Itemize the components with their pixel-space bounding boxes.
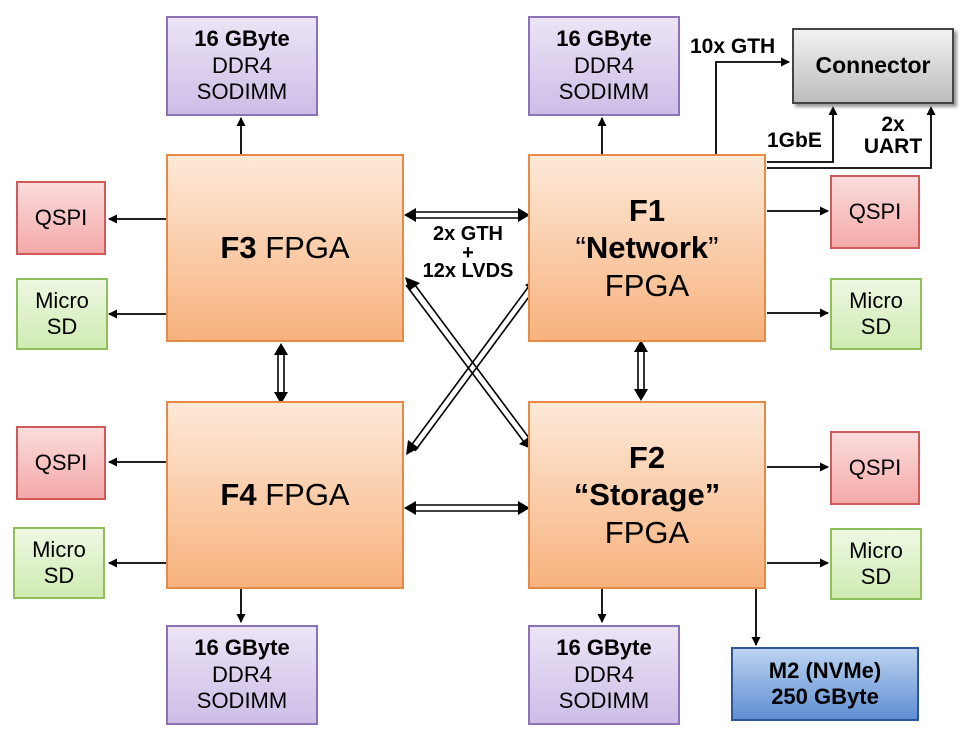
qspi-f4: QSPI	[16, 426, 106, 500]
fpga-f2: F2 “Storage” FPGA	[528, 401, 766, 589]
microsd-label-line2: SD	[860, 564, 892, 589]
fpga-f4: F4 FPGA	[166, 401, 404, 589]
gth-link-label: 10x GTH	[690, 35, 776, 58]
ddr-capacity: 16 GByte	[194, 635, 290, 661]
qspi-label: QSPI	[34, 449, 88, 475]
ddr4-sodimm-f1: 16 GByte DDR4 SODIMM	[528, 16, 680, 116]
qspi-label: QSPI	[848, 454, 902, 480]
ddr-form-factor: SODIMM	[196, 688, 288, 714]
fpga-role: “Storage”	[573, 477, 721, 513]
center-link-plus: +	[462, 242, 474, 264]
microsd-label-line1: Micro	[32, 536, 86, 562]
fpga-role: “Network”	[575, 230, 719, 266]
ddr-form-factor: SODIMM	[558, 79, 650, 105]
microsd-label-line2: SD	[46, 314, 78, 339]
qspi-label: QSPI	[848, 198, 902, 224]
fpga-f3-title: F3 FPGA	[220, 229, 349, 266]
gth-link-line	[715, 57, 790, 154]
microsd-label-line1: Micro	[849, 537, 903, 563]
uart-count: 2x	[881, 113, 905, 136]
microsd-label-line1: Micro	[849, 287, 903, 313]
ddr4-sodimm-f3: 16 GByte DDR4 SODIMM	[166, 16, 318, 116]
ddr-capacity: 16 GByte	[556, 26, 652, 52]
uart-type: UART	[863, 135, 923, 159]
ddr-type: DDR4	[574, 52, 634, 78]
fpga-id: F4	[220, 477, 257, 513]
uart-link-label: 2x UART	[856, 113, 930, 159]
fpga-id: F3	[220, 230, 257, 266]
qspi-f3: QSPI	[16, 181, 106, 255]
fpga-id: F2	[628, 440, 666, 476]
fpga-suffix: FPGA	[265, 477, 350, 513]
ddr-type: DDR4	[212, 52, 272, 78]
m2-label-line1: M2 (NVMe)	[768, 657, 882, 683]
microsd-label-line2: SD	[860, 314, 892, 339]
microsd-label-line1: Micro	[35, 287, 89, 313]
microsd-f2: Micro SD	[830, 528, 922, 600]
ddr-type: DDR4	[212, 661, 272, 687]
m2-nvme-drive: M2 (NVMe) 250 GByte	[731, 647, 919, 721]
connector-label: Connector	[815, 52, 931, 79]
qspi-f2: QSPI	[830, 431, 920, 505]
ddr-form-factor: SODIMM	[196, 79, 288, 105]
ddr-capacity: 16 GByte	[194, 26, 290, 52]
uart-link-line	[767, 106, 936, 169]
microsd-f3: Micro SD	[16, 278, 108, 350]
fpga-suffix: FPGA	[604, 267, 690, 303]
m2-label-line2: 250 GByte	[771, 684, 879, 709]
microsd-f1: Micro SD	[830, 278, 922, 350]
f3-f2-link-a	[405, 284, 528, 447]
fpga-f3: F3 FPGA	[166, 154, 404, 342]
microsd-label-line2: SD	[43, 563, 75, 588]
connector: Connector	[792, 28, 954, 104]
f4-f1-link-b	[414, 285, 538, 452]
ddr4-sodimm-f2: 16 GByte DDR4 SODIMM	[528, 625, 680, 725]
ddr-type: DDR4	[574, 661, 634, 687]
gbe-link-line	[767, 106, 838, 163]
fpga-f4-title: F4 FPGA	[220, 476, 349, 513]
microsd-f4: Micro SD	[13, 527, 105, 599]
ddr-capacity: 16 GByte	[556, 635, 652, 661]
f4-f1-link-a	[409, 281, 533, 448]
fpga-suffix: FPGA	[604, 514, 690, 550]
center-link-lvds: 12x LVDS	[422, 260, 514, 282]
ddr4-sodimm-f4: 16 GByte DDR4 SODIMM	[166, 625, 318, 725]
f3-f2-link-b	[411, 280, 533, 443]
center-link-gth: 2x GTH	[432, 223, 504, 245]
fpga-f1: F1 “Network” FPGA	[528, 154, 766, 342]
fpga-id: F1	[628, 193, 666, 229]
center-link-label: 2x GTH + 12x LVDS	[412, 224, 524, 282]
gbe-link-label: 1GbE	[767, 129, 822, 152]
fpga-suffix: FPGA	[265, 230, 350, 266]
ddr-form-factor: SODIMM	[558, 688, 650, 714]
qspi-f1: QSPI	[830, 175, 920, 249]
qspi-label: QSPI	[34, 204, 88, 230]
